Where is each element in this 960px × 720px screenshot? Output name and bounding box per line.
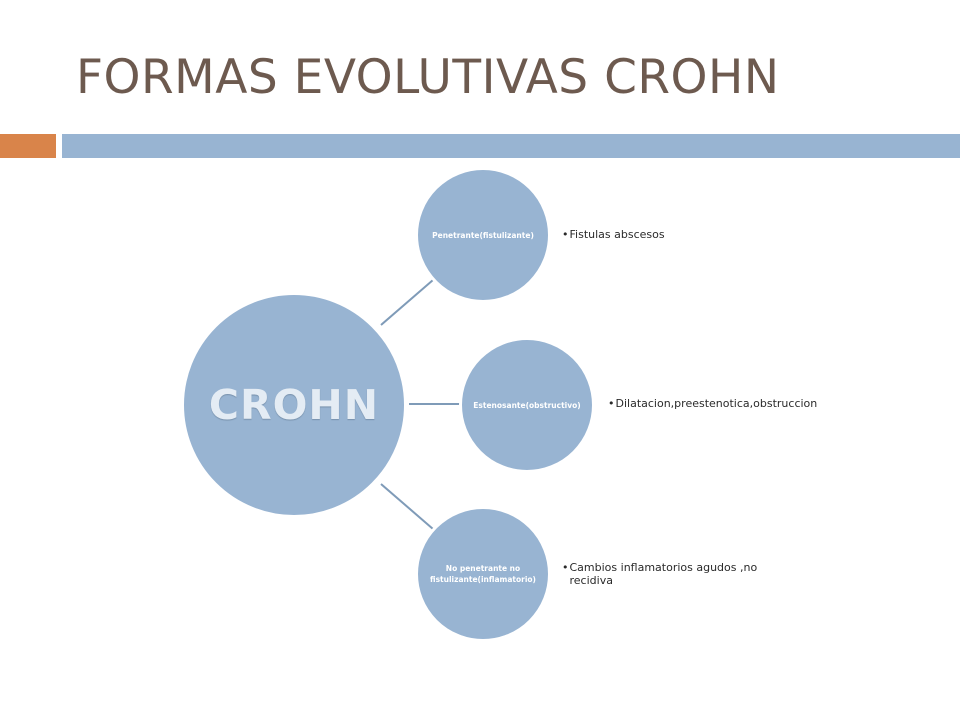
connector-line-1 <box>380 279 434 326</box>
branch-node-inflamatorio: No penetrante no fistulizante(inflamator… <box>415 506 551 642</box>
bullet-marker: • <box>608 397 615 410</box>
bullet-marker: • <box>562 561 569 574</box>
title-underline-bar <box>62 134 960 158</box>
title-accent-bar <box>0 134 56 158</box>
slide-title: FORMAS EVOLUTIVAS CROHN <box>76 50 780 105</box>
branch-node-penetrante: Penetrante(fistulizante) <box>415 167 551 303</box>
bullet-item: •Fistulas abscesos <box>562 228 665 241</box>
central-node: CROHN <box>181 292 407 518</box>
bullet-marker: • <box>562 228 569 241</box>
branch-node-label: No penetrante no fistulizante(inflamator… <box>430 564 536 584</box>
central-node-label: CROHN <box>208 381 380 429</box>
bullet-text: Dilatacion,preestenotica,obstruccion <box>615 397 818 410</box>
bullet-item: •Cambios inflamatorios agudos ,no recidi… <box>562 561 766 587</box>
bullet-text: Fistulas abscesos <box>569 228 665 241</box>
branch-node-label: Penetrante(fistulizante) <box>432 230 534 240</box>
connector-line-3 <box>380 483 434 530</box>
branch-node-estenosante: Estenosante(obstructivo) <box>459 337 595 473</box>
bullet-item: •Dilatacion,preestenotica,obstruccion <box>608 397 817 410</box>
branch-node-label: Estenosante(obstructivo) <box>473 400 581 410</box>
bullet-text: Cambios inflamatorios agudos ,no recidiv… <box>569 561 758 587</box>
